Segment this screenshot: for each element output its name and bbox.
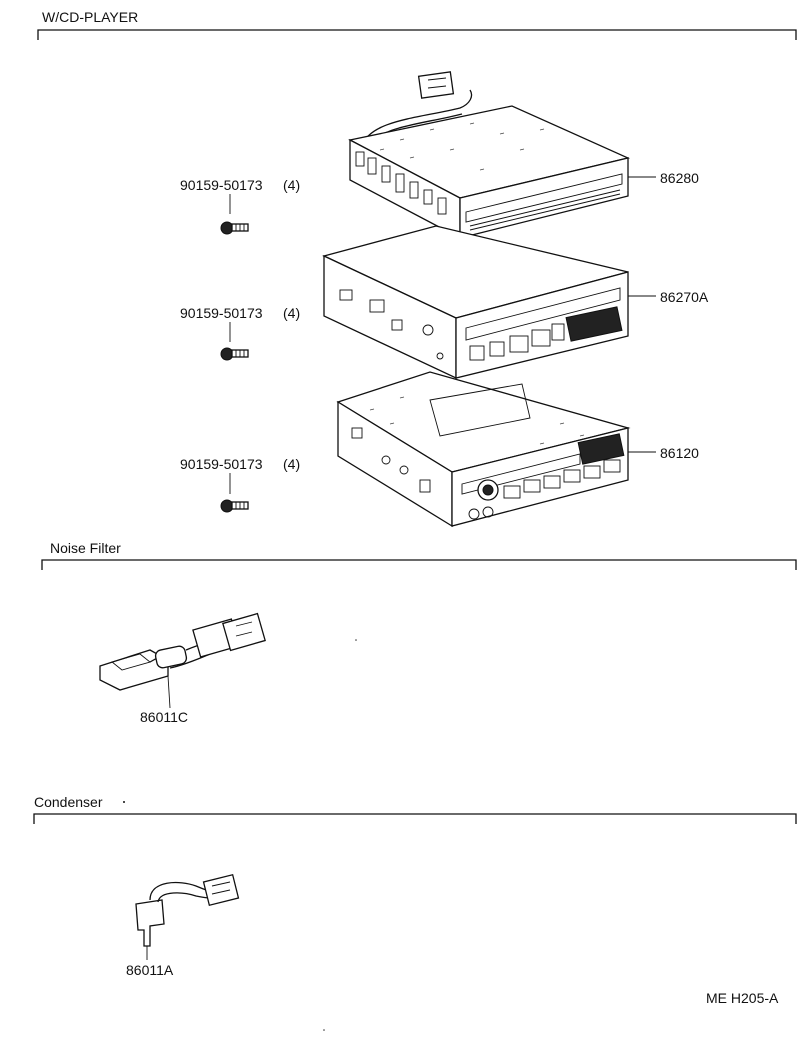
section-title-noise-filter: Noise Filter	[50, 540, 121, 556]
part-number-86120: 86120	[660, 445, 699, 461]
section-condenser: Condenser	[33, 794, 797, 824]
top-label-plate	[429, 383, 531, 437]
section-title-condenser: Condenser	[34, 794, 103, 810]
section-cd-player: W/CD-PLAYER	[37, 9, 797, 40]
filter-capacitor	[154, 645, 188, 669]
connector	[417, 71, 455, 99]
noise-filter-part: 86011C	[99, 612, 266, 725]
screw-callout-2: 90159-50173 (4)	[180, 305, 300, 361]
cassette-unit: 86270A	[322, 225, 709, 380]
tuner-display	[577, 433, 625, 465]
cd-player-unit: 86280	[348, 71, 699, 240]
screw-quantity: (4)	[283, 456, 300, 472]
screw-icon	[220, 347, 249, 361]
wire-harness	[361, 89, 473, 147]
screw-quantity: (4)	[283, 305, 300, 321]
display-window	[565, 306, 623, 342]
part-number-86280: 86280	[660, 170, 699, 186]
condenser-part: 86011A	[126, 873, 240, 978]
part-number-86011a: 86011A	[126, 962, 174, 978]
section-bracket	[41, 559, 797, 570]
section-title-cd-player: W/CD-PLAYER	[42, 9, 138, 25]
condenser-terminal	[135, 899, 165, 947]
section-bracket	[33, 813, 797, 824]
screw-part-number: 90159-50173	[180, 305, 263, 321]
part-number-86270a: 86270A	[660, 289, 709, 305]
screw-icon	[220, 221, 249, 235]
screw-part-number: 90159-50173	[180, 456, 263, 472]
screw-quantity: (4)	[283, 177, 300, 193]
condenser-connector	[202, 873, 240, 907]
screw-callout-1: 90159-50173 (4)	[180, 177, 300, 235]
screw-icon	[220, 499, 249, 513]
screw-callout-3: 90159-50173 (4)	[180, 456, 300, 513]
radio-unit: 86120	[336, 371, 699, 528]
section-bracket	[37, 29, 797, 40]
diagram-reference-code: ME H205-A	[706, 990, 779, 1006]
section-noise-filter: Noise Filter	[41, 540, 797, 570]
screw-part-number: 90159-50173	[180, 177, 263, 193]
part-number-86011c: 86011C	[140, 709, 188, 725]
